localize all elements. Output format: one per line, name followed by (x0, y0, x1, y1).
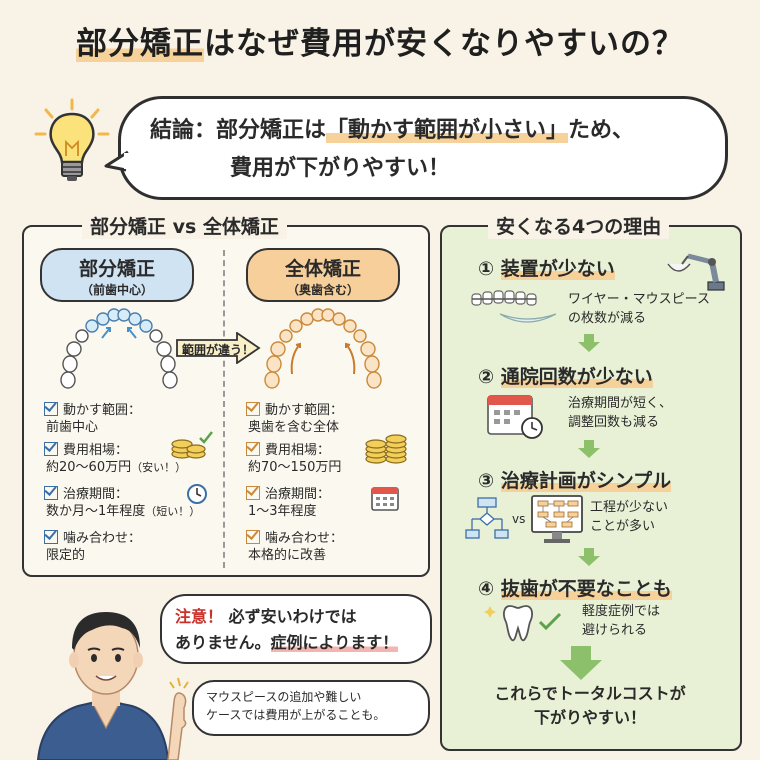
caution-bubble (160, 594, 432, 664)
tooth-check-icon (484, 605, 562, 642)
complex-monitor-icon (531, 495, 583, 543)
checkbox-icon (246, 442, 260, 456)
down-arrow-icon (578, 548, 600, 566)
reason-4-title: ④ 抜歯が不要なことも (478, 578, 672, 600)
reason-1-desc: ワイヤー・マウスピースの枚数が減る (568, 292, 710, 326)
partial-label: 部分矯正 （前歯中心） (40, 248, 194, 302)
reasons-heading: 安くなる4つの理由 (488, 212, 670, 239)
full-sub: （奥歯含む） (286, 283, 359, 297)
robot-arm-icon (667, 253, 725, 291)
big-down-arrow-icon (560, 646, 602, 680)
note-bubble (192, 680, 430, 736)
conclusion-line-2: 費用が下がりやすい！ (230, 156, 451, 181)
caution-text: 注意！ 必ず安いわけではありません。症例によります！ (175, 607, 399, 652)
page-title: 部分矯正はなぜ費用が安くなりやすいの？ (76, 26, 684, 62)
reasons-conclusion: これらでトータルコストが下がりやすい！ (494, 684, 686, 727)
full-teeth-arch-icon (264, 308, 382, 389)
partial-name: 部分矯正 (78, 258, 155, 280)
partial-item-bite: 噛み合わせ：限定的 (44, 530, 142, 563)
checkbox-icon (246, 402, 260, 416)
partial-item-range: 動かす範囲：前歯中心 (44, 402, 142, 435)
full-item-cost: 費用相場：約70〜150万円 (246, 442, 342, 475)
bubble-tail (104, 150, 130, 172)
full-item-period: 治療期間：1〜3年程度 (246, 486, 331, 519)
panel-divider (223, 250, 225, 568)
down-arrow-icon (578, 334, 600, 352)
doctor-illustration (36, 612, 189, 760)
partial-teeth-arch-icon (60, 308, 178, 389)
caution-note: マウスピースの追加や難しいケースでは費用が上がることも。 (206, 690, 386, 722)
reason-3-desc: 工程が少ないことが多い (590, 500, 669, 534)
down-arrow-icon (578, 440, 600, 458)
checkbox-icon (246, 530, 260, 544)
reason-1-title: ① 装置が少ない (478, 258, 615, 280)
checkbox-icon (44, 530, 58, 544)
checkbox-icon (44, 486, 58, 500)
reason-2-title: ② 通院回数が少ない (478, 366, 653, 388)
conclusion-bubble (118, 96, 728, 200)
full-item-range: 動かす範囲：奥歯を含む全体 (246, 402, 344, 435)
clock-icon (187, 484, 207, 504)
full-label: 全体矯正 （奥歯含む） (246, 248, 400, 302)
checkbox-icon (44, 402, 58, 416)
conclusion-line-1: 結論：部分矯正は「動かす範囲が小さい」ため、 (150, 118, 635, 143)
reason-4-desc: 軽度症例では避けられる (582, 604, 661, 638)
comparison-heading: 部分矯正 vs 全体矯正 (82, 212, 287, 239)
partial-sub: （前歯中心） (80, 283, 153, 297)
reason-3-title: ③ 治療計画がシンプル (478, 470, 672, 492)
partial-item-period: 治療期間：数か月〜1年程度（短い！） (44, 486, 201, 519)
coin-stack-icon (365, 434, 407, 464)
calendar-clock-icon (487, 395, 543, 439)
calendar-icon (371, 487, 399, 511)
range-arrow-label: 範囲が違う！ (182, 343, 255, 357)
full-item-bite: 噛み合わせ：本格的に改善 (246, 530, 344, 563)
range-arrow (176, 332, 261, 364)
checkbox-icon (246, 486, 260, 500)
coins-icon (171, 431, 213, 459)
vs-label: vs (512, 512, 526, 526)
braces-aligner-icon (471, 290, 557, 323)
checkbox-icon (44, 442, 58, 456)
reason-2-desc: 治療期間が短く、調整回数も減る (568, 396, 673, 430)
simple-flowchart-icon (465, 497, 509, 539)
full-name: 全体矯正 (284, 258, 361, 280)
partial-item-cost: 費用相場：約20〜60万円（安い！） (44, 442, 187, 475)
lightbulb-icon (34, 98, 110, 181)
